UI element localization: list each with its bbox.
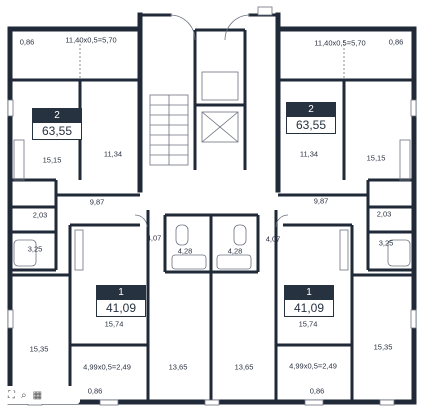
zoom-icon[interactable]: ⌕ — [21, 389, 27, 401]
room-label: 3,25 — [378, 238, 394, 248]
room-label: 15,15 — [42, 155, 62, 165]
room-label: 13,65 — [168, 362, 188, 372]
room-label: 15,35 — [373, 342, 393, 352]
room-label: 11,40x0,5=5,70 — [314, 38, 366, 48]
unit-area: 63,55 — [33, 123, 81, 139]
unit-rooms: 2 — [33, 109, 81, 123]
room-label: 4,28 — [177, 246, 193, 256]
fullscreen-icon[interactable]: ⛶ — [8, 389, 15, 401]
room-label: 4,99x0,5=2,49 — [289, 361, 337, 371]
room-label: 13,65 — [234, 362, 254, 372]
room-label: 9,87 — [313, 196, 329, 206]
room-label: 15,35 — [29, 344, 49, 354]
room-label: 0,86 — [87, 386, 103, 396]
unit-badge-right-bottom: 1 41,09 — [284, 285, 334, 317]
room-label: 9,87 — [89, 197, 105, 207]
unit-area: 63,55 — [287, 117, 335, 133]
room-label: 3,25 — [27, 244, 43, 254]
room-label: 4,28 — [227, 246, 243, 256]
unit-rooms: 2 — [287, 103, 335, 117]
room-label: 2,03 — [376, 209, 392, 219]
room-label: 15,74 — [298, 319, 318, 329]
room-label: 11,34 — [299, 149, 319, 159]
room-label: 4,07 — [265, 234, 281, 244]
room-label: 15,74 — [104, 319, 124, 329]
unit-badge-right-top: 2 63,55 — [286, 102, 336, 134]
unit-rooms: 1 — [97, 286, 145, 300]
room-label: 4,99x0,5=2,49 — [83, 362, 131, 372]
room-label: 2,03 — [32, 210, 48, 220]
room-label: 0,86 — [388, 37, 404, 47]
unit-badge-left-bottom: 1 41,09 — [96, 285, 146, 317]
room-label: 11,34 — [103, 149, 123, 159]
room-label: 0,86 — [19, 37, 35, 47]
room-label: 15,15 — [366, 153, 386, 163]
room-label: 0,86 — [309, 386, 325, 396]
thin-lines — [13, 14, 411, 271]
room-label: 4,07 — [146, 233, 162, 243]
unit-area: 41,09 — [285, 300, 333, 316]
inner-walls — [10, 28, 414, 402]
unit-rooms: 1 — [285, 286, 333, 300]
room-label: 11,40x0,5=5,70 — [65, 35, 117, 45]
viewer-toolbar: ⛶ ⌕ ▦ — [4, 386, 80, 404]
unit-area: 41,09 — [97, 300, 145, 316]
grid-icon[interactable]: ▦ — [32, 389, 43, 401]
unit-badge-left-top: 2 63,55 — [32, 108, 82, 140]
